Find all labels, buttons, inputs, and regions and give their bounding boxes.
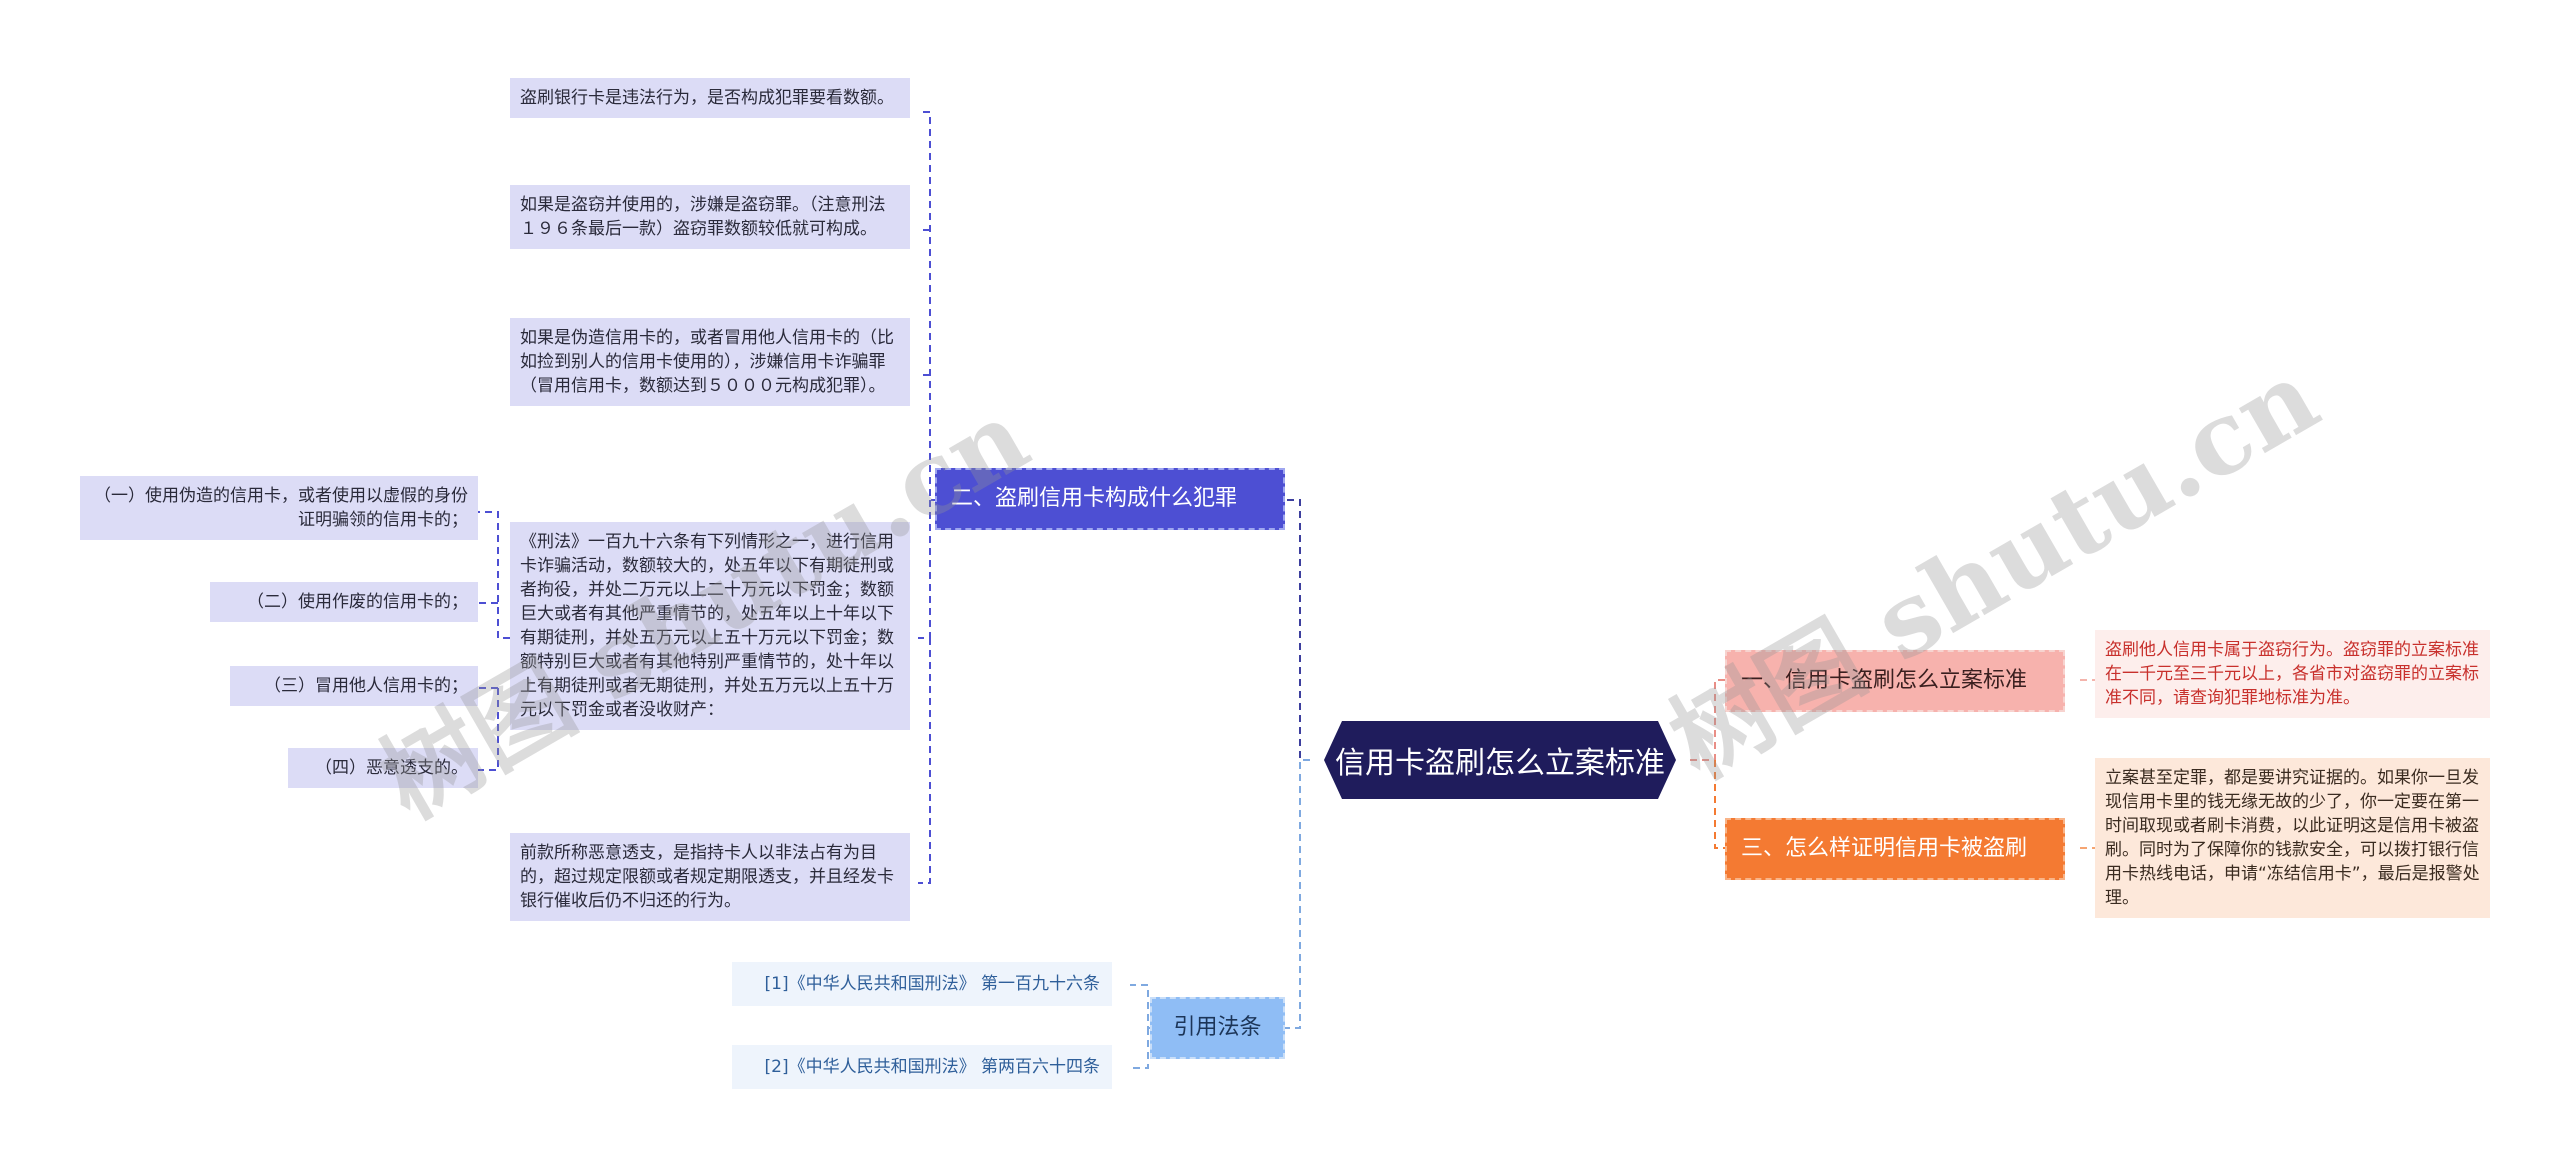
law-reference-2[interactable]: [2]《中华人民共和国刑法》 第两百六十四条 [732, 1045, 1112, 1089]
laws-node[interactable]: 引用法条 [1150, 997, 1285, 1059]
sub-item-3: （三）冒用他人信用卡的； [230, 666, 478, 706]
law-reference-1[interactable]: [1]《中华人民共和国刑法》 第一百九十六条 [732, 962, 1112, 1006]
sub-item-2: （二）使用作废的信用卡的； [210, 582, 478, 622]
section-three-node[interactable]: 三、怎么样证明信用卡被盗刷 [1725, 818, 2065, 880]
sub-item-4: （四）恶意透支的。 [288, 748, 478, 788]
section-two-node[interactable]: 二、盗刷信用卡构成什么犯罪 [935, 468, 1285, 530]
section-three-detail: 立案甚至定罪，都是要讲究证据的。如果你一旦发现信用卡里的钱无缘无故的少了，你一定… [2095, 758, 2490, 918]
sub-item-1: （一）使用伪造的信用卡，或者使用以虚假的身份证明骗领的信用卡的； [80, 476, 478, 540]
section-two-item-2: 如果是盗窃并使用的，涉嫌是盗窃罪。（注意刑法１９６条最后一款）盗窃罪数额较低就可… [510, 185, 910, 249]
section-one-node[interactable]: 一、信用卡盗刷怎么立案标准 [1725, 650, 2065, 712]
section-two-item-1: 盗刷银行卡是违法行为，是否构成犯罪要看数额。 [510, 78, 910, 118]
central-topic-label: 信用卡盗刷怎么立案标准 [1335, 746, 1665, 781]
section-one-detail: 盗刷他人信用卡属于盗窃行为。盗窃罪的立案标准在一千元至三千元以上，各省市对盗窃罪… [2095, 630, 2490, 718]
section-two-item-3: 如果是伪造信用卡的，或者冒用他人信用卡的（比如捡到别人的信用卡使用的），涉嫌信用… [510, 318, 910, 406]
central-topic[interactable]: 信用卡盗刷怎么立案标准 [1310, 720, 1690, 800]
section-two-item-4: 《刑法》一百九十六条有下列情形之一，进行信用卡诈骗活动，数额较大的，处五年以下有… [510, 522, 910, 730]
section-two-item-5: 前款所称恶意透支，是指持卡人以非法占有为目的，超过规定限额或者规定期限透支，并且… [510, 833, 910, 921]
central-topic-shape [1324, 721, 1676, 799]
